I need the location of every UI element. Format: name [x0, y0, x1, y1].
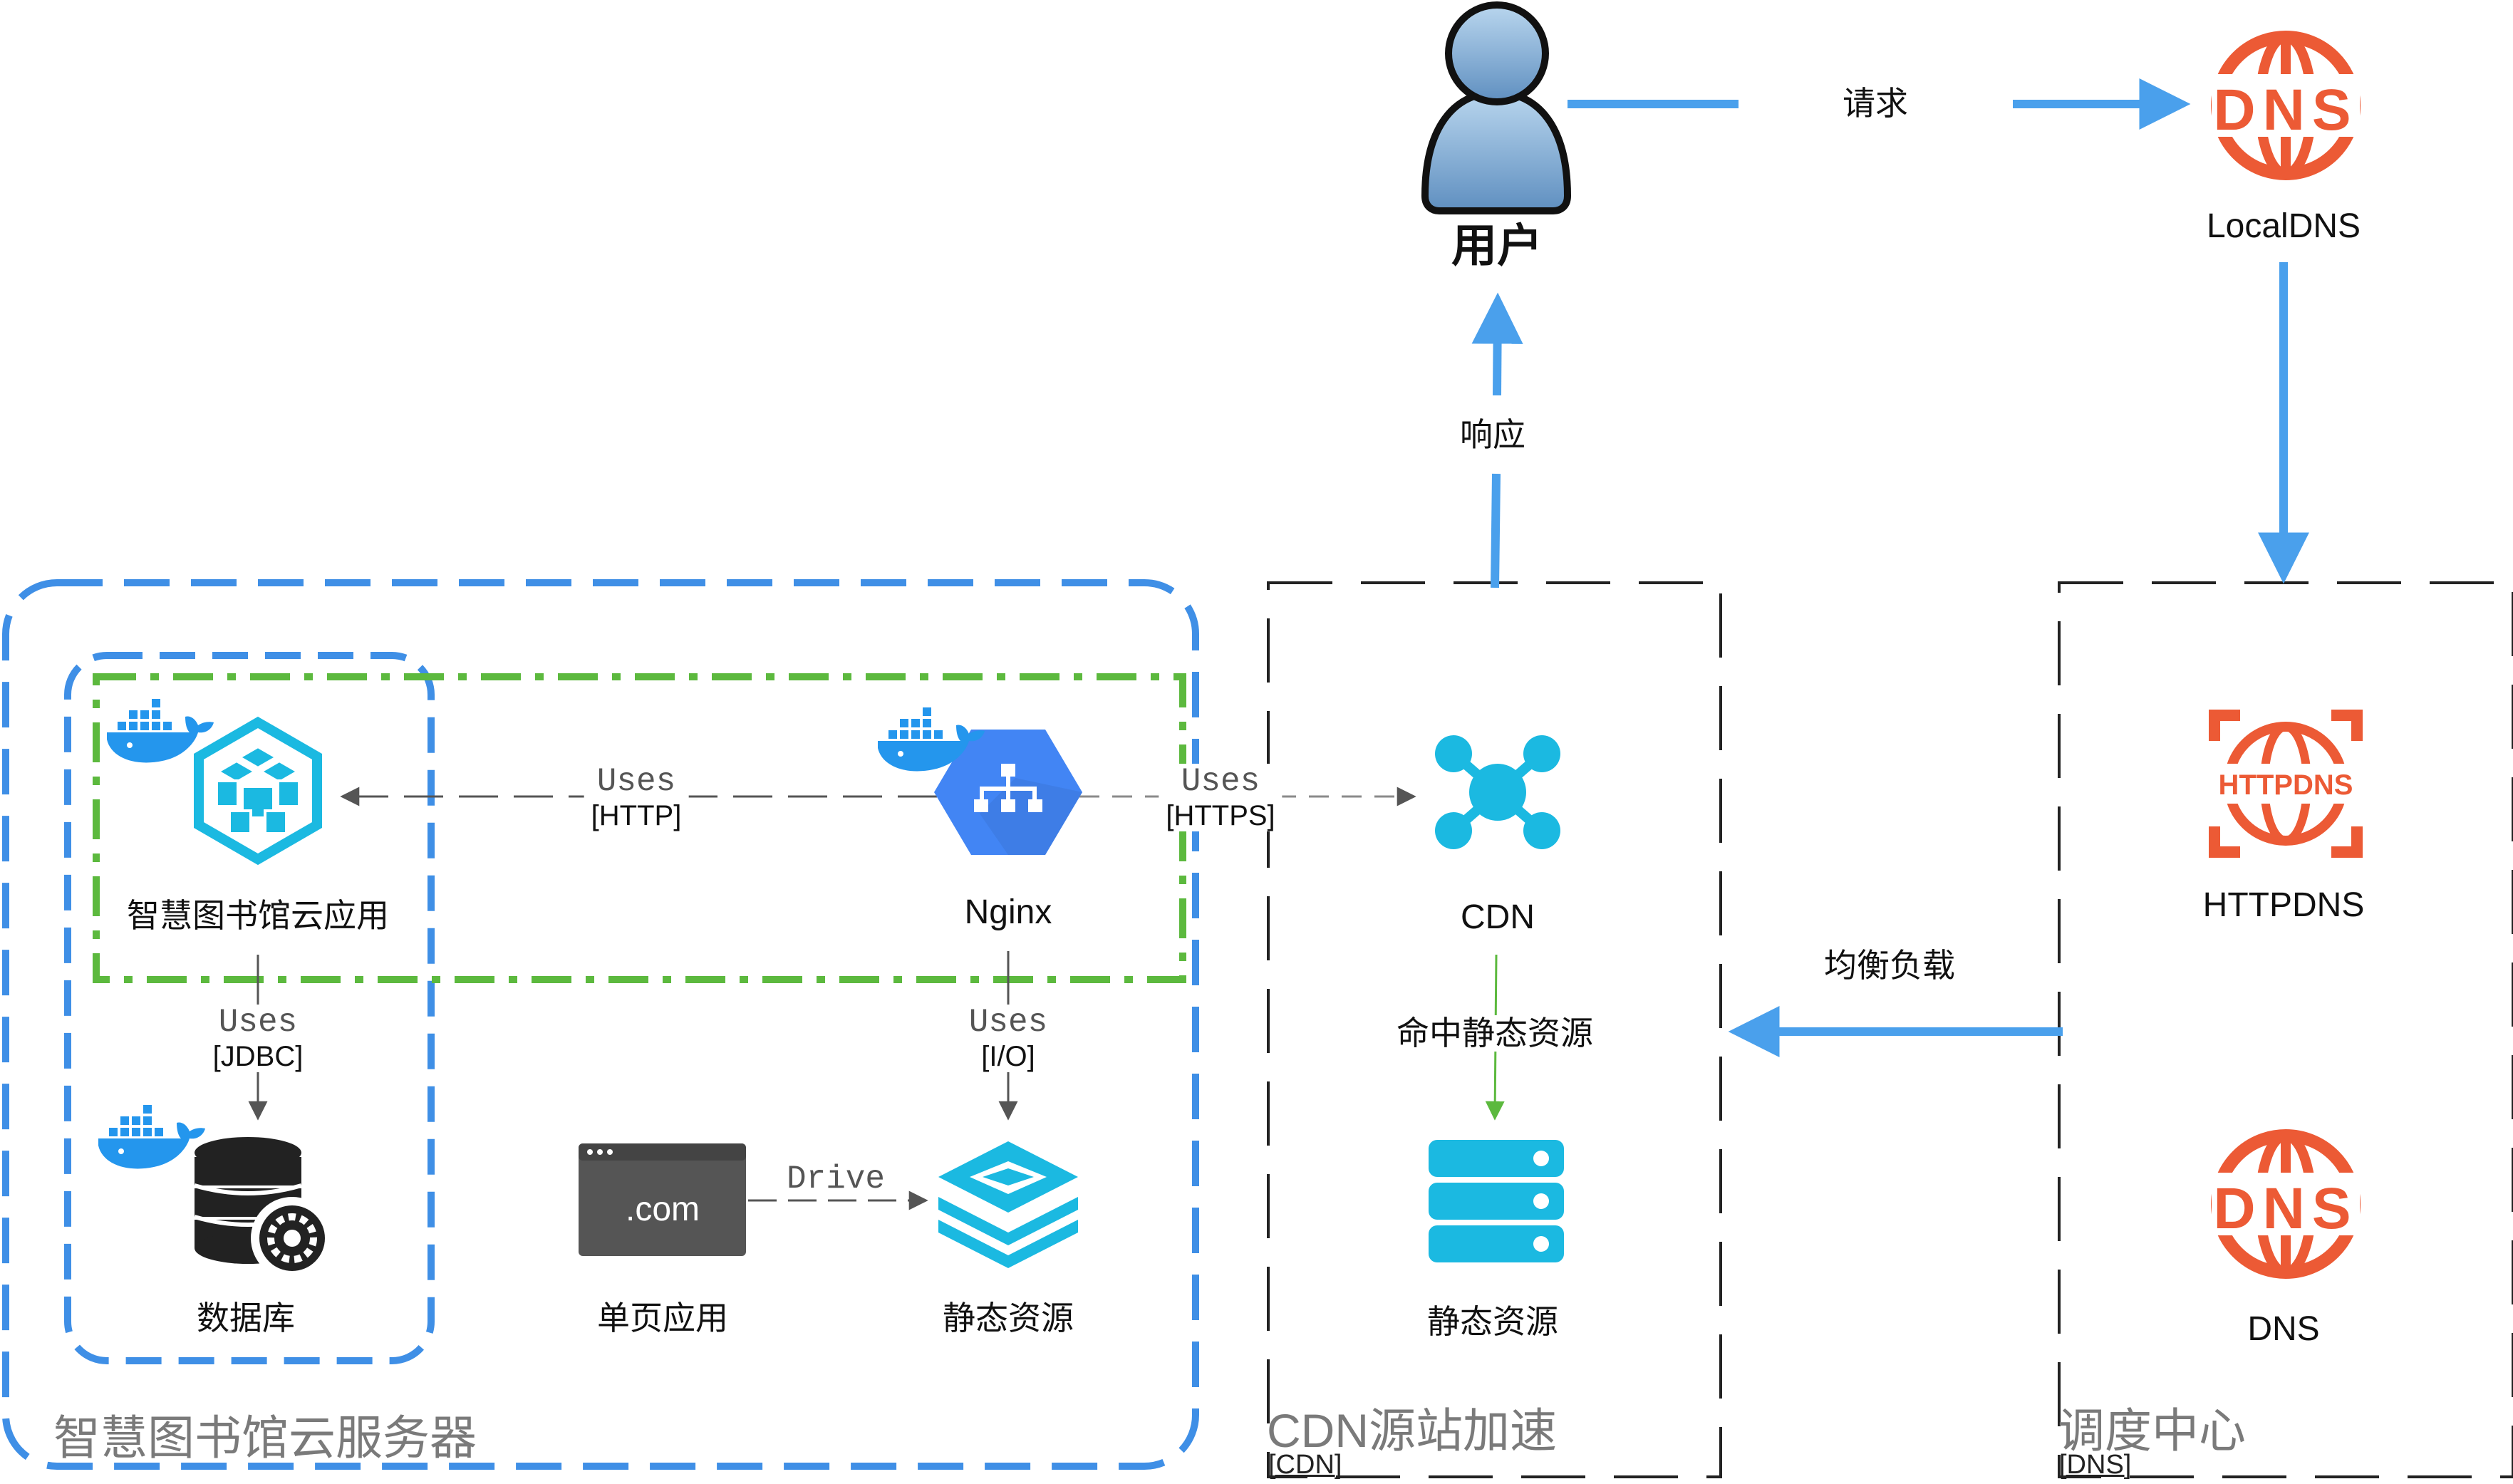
response-label: 响应: [1460, 416, 1525, 453]
edge-proto: [JDBC]: [212, 1040, 304, 1072]
edge-verb: Uses: [968, 1004, 1048, 1041]
dispatch-boundary-title: 调度中心: [2058, 1404, 2246, 1457]
dns-logo-text: DNS: [2213, 1176, 2358, 1241]
app-db-container: [64, 652, 435, 1364]
cdn-hit-label: 命中静态资源: [1397, 1015, 1593, 1052]
app-cube-icon: [194, 716, 322, 866]
edge-verb: Uses: [1181, 763, 1260, 800]
httpdns-logo-text: HTTPDNS: [2218, 769, 2353, 801]
nginx-label: Nginx: [964, 893, 1052, 931]
cdn-static-label: 静态资源: [1427, 1303, 1558, 1340]
edge-app-db-label: Uses [JDBC]: [208, 1004, 308, 1072]
cdn-server-stack-icon: [1429, 1140, 1564, 1262]
server-boundary: [2, 579, 1199, 1470]
browser-window-icon: [579, 1143, 746, 1256]
edge-nginx-app-label: Uses [HTTP]: [584, 764, 689, 831]
nginx-icon: [934, 730, 1082, 855]
server-boundary-title: 智慧图书馆云服务器: [53, 1411, 477, 1464]
edge-verb: Uses: [218, 1004, 298, 1041]
database-icon: [194, 1137, 333, 1280]
response-arrow-lower: [1491, 473, 1501, 588]
edge-nginx-static-label: Uses [I/O]: [964, 1004, 1052, 1072]
app-label: 智慧图书馆云应用: [127, 897, 389, 934]
spa-screen-text: .com: [625, 1190, 700, 1228]
database-label: 数据库: [197, 1299, 295, 1337]
httpdns-label: HTTPDNS: [2202, 886, 2365, 924]
response-arrow: [1471, 292, 1523, 396]
httpdns-logo-icon: [2209, 710, 2363, 858]
load-balance-label: 均衡负载: [1824, 947, 1955, 984]
user-icon: [1421, 1, 1572, 214]
cdn-label: CDN: [1461, 898, 1535, 936]
localdns-label: LocalDNS: [2206, 207, 2361, 245]
user-label: 用户: [1451, 220, 1543, 271]
cdn-boundary-title: CDN源站加速: [1267, 1404, 1557, 1457]
edge-proto: [I/O]: [981, 1040, 1035, 1072]
edge-proto: [HTTPS]: [1166, 799, 1275, 831]
localdns-logo-text: DNS: [2213, 78, 2358, 142]
spa-label: 单页应用: [597, 1299, 728, 1337]
dispatch-boundary-tag: [DNS]: [2059, 1450, 2132, 1480]
request-label: 请求: [1843, 85, 1908, 122]
docker-icon: [98, 1104, 206, 1170]
edge-nginx-cdn-label: Uses [HTTPS]: [1159, 763, 1283, 831]
edge-spa-static-label: Drive: [783, 1161, 888, 1198]
static-res-label: 静态资源: [943, 1299, 1074, 1337]
edge-verb: Uses: [596, 763, 676, 800]
cdn-network-icon: [1435, 735, 1560, 849]
dns-label: DNS: [2247, 1310, 2320, 1348]
edge-proto: [HTTP]: [591, 799, 682, 831]
static-layers-icon: [938, 1141, 1078, 1268]
cdn-boundary-tag: [CDN]: [1268, 1450, 1342, 1480]
